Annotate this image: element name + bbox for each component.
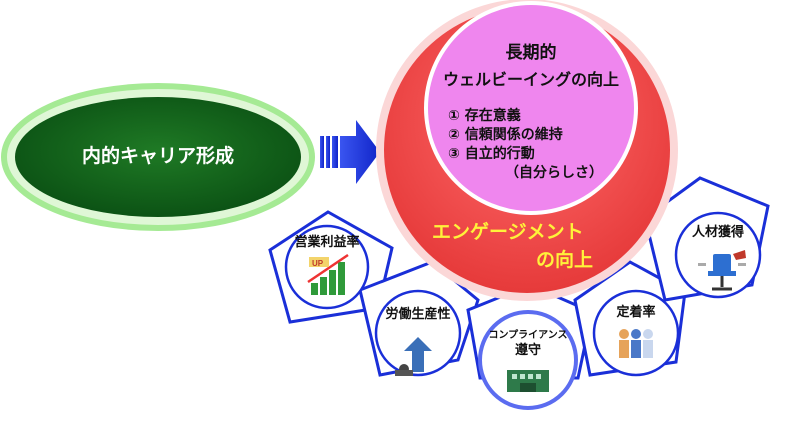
talent-chair-icon — [698, 250, 746, 291]
wellbeing-item-1: ① 存在意義 — [448, 108, 521, 124]
productivity-worker-icon — [395, 337, 432, 376]
wellbeing-item-3: ③ 自立的行動 — [448, 146, 535, 162]
compliance-building-icon — [507, 370, 549, 392]
wellbeing-title-line1: 長期的 — [505, 43, 557, 63]
circle-compliance — [478, 310, 578, 410]
circle-productivity — [374, 289, 462, 377]
wellbeing-circle — [428, 5, 634, 211]
career-label: 内的キャリア形成 — [81, 145, 235, 167]
retention-people-icon — [619, 329, 653, 358]
profit-up-tag: UP — [312, 259, 324, 268]
engagement-label-line2: の向上 — [536, 249, 594, 271]
retention-label: 定着率 — [616, 305, 656, 320]
profit-label: 営業利益率 — [294, 235, 360, 250]
compliance-label-line1: コンプライアンス — [488, 330, 568, 341]
engagement-label-line1: エンゲージメント — [432, 221, 584, 243]
talent-label: 人材獲得 — [691, 225, 745, 240]
flow-arrow-icon — [320, 120, 380, 184]
wellbeing-item-4: （自分らしさ） — [505, 165, 603, 181]
wellbeing-title-line2: ウェルビーイングの向上 — [442, 70, 620, 89]
career-oval — [15, 97, 301, 217]
wellbeing-item-2: ② 信頼関係の維持 — [448, 127, 563, 143]
profit-chart-icon — [307, 253, 349, 295]
productivity-label: 労働生産性 — [385, 307, 451, 322]
compliance-label-line2: 遵守 — [514, 343, 542, 358]
